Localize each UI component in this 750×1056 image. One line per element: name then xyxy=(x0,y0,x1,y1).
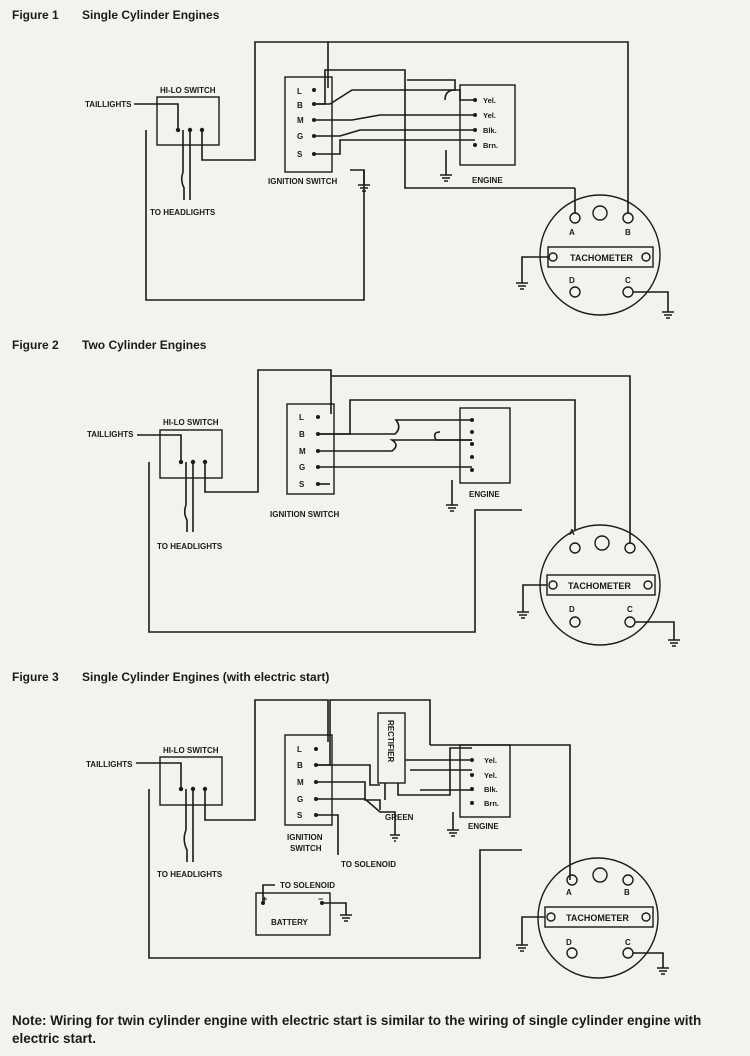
svg-text:L: L xyxy=(297,745,302,754)
tachometer-dial xyxy=(539,194,661,316)
hilo-switch-label-2: HI-LO SWITCH xyxy=(163,418,219,427)
svg-text:G: G xyxy=(297,795,303,804)
svg-text:B: B xyxy=(625,228,631,237)
svg-text:C: C xyxy=(625,938,631,947)
engine-label: ENGINE xyxy=(472,176,503,185)
ignition-switch-box-2 xyxy=(286,403,335,495)
svg-text:D: D xyxy=(569,605,575,614)
engine-box-2 xyxy=(459,407,511,484)
svg-text:M: M xyxy=(299,447,306,456)
svg-text:A: A xyxy=(569,528,575,537)
hilo-switch-box-2 xyxy=(159,429,223,479)
svg-text:S: S xyxy=(297,811,303,820)
svg-text:C: C xyxy=(625,276,631,285)
svg-text:A: A xyxy=(569,228,575,237)
svg-text:Yel.: Yel. xyxy=(483,111,496,120)
figure-1-diagram: HI-LO SWITCH TAILLIGHTS TO HEADLIGHTS IG… xyxy=(85,41,674,319)
svg-text:S: S xyxy=(297,150,303,159)
svg-text:B: B xyxy=(297,101,303,110)
svg-text:D: D xyxy=(569,276,575,285)
engine-label-2: ENGINE xyxy=(469,490,500,499)
ignition-switch-box xyxy=(284,76,333,173)
svg-text:Blk.: Blk. xyxy=(484,785,498,794)
ignition-label-3: IGNITION xyxy=(287,833,323,842)
svg-text:C: C xyxy=(627,605,633,614)
to-headlights-label: TO HEADLIGHTS xyxy=(150,208,216,217)
wiring-note: Note: Wiring for twin cylinder engine wi… xyxy=(12,1013,702,1047)
hilo-switch-box xyxy=(156,96,220,146)
svg-text:Yel.: Yel. xyxy=(483,96,496,105)
svg-text:Brn.: Brn. xyxy=(484,799,499,808)
svg-text:G: G xyxy=(299,463,305,472)
figure-3-diagram: HI-LO SWITCH TAILLIGHTS TO HEADLIGHTS IG… xyxy=(86,699,669,979)
tachometer-label-3: TACHOMETER xyxy=(566,913,629,923)
svg-text:B: B xyxy=(297,761,303,770)
svg-text:B: B xyxy=(624,888,630,897)
switch-label-3: SWITCH xyxy=(290,844,322,853)
taillights-label-2: TAILLIGHTS xyxy=(87,430,134,439)
green-label: GREEN xyxy=(385,813,414,822)
ignition-switch-label-2: IGNITION SWITCH xyxy=(270,510,340,519)
tachometer-label-2: TACHOMETER xyxy=(568,581,631,591)
svg-text:M: M xyxy=(297,116,304,125)
svg-text:G: G xyxy=(297,132,303,141)
battery-plus: + xyxy=(262,894,267,904)
svg-text:Blk.: Blk. xyxy=(483,126,497,135)
engine-label-3: ENGINE xyxy=(468,822,499,831)
battery-box xyxy=(255,892,331,936)
hilo-switch-label: HI-LO SWITCH xyxy=(160,86,216,95)
svg-text:D: D xyxy=(566,938,572,947)
tachometer-label: TACHOMETER xyxy=(570,253,633,263)
taillights-label: TAILLIGHTS xyxy=(85,100,132,109)
svg-text:Yel.: Yel. xyxy=(484,771,497,780)
svg-text:S: S xyxy=(299,480,305,489)
engine-box xyxy=(459,84,516,166)
svg-text:L: L xyxy=(297,87,302,96)
figure-2-diagram: HI-LO SWITCH TAILLIGHTS TO HEADLIGHTS IG… xyxy=(87,369,680,647)
to-headlights-label-3: TO HEADLIGHTS xyxy=(157,870,223,879)
ignition-switch-label: IGNITION SWITCH xyxy=(268,177,338,186)
hilo-switch-label-3: HI-LO SWITCH xyxy=(163,746,219,755)
ignition-switch-box-3 xyxy=(284,734,333,826)
svg-text:L: L xyxy=(299,413,304,422)
svg-text:Yel.: Yel. xyxy=(484,756,497,765)
svg-text:Brn.: Brn. xyxy=(483,141,498,150)
to-solenoid-label-a: TO SOLENOID xyxy=(341,860,396,869)
battery-label: BATTERY xyxy=(271,918,309,927)
svg-text:M: M xyxy=(297,778,304,787)
to-solenoid-label-b: TO SOLENOID xyxy=(280,881,335,890)
to-headlights-label-2: TO HEADLIGHTS xyxy=(157,542,223,551)
rectifier-box xyxy=(377,712,406,784)
rectifier-label: RECTIFIER xyxy=(386,720,395,762)
svg-text:A: A xyxy=(566,888,572,897)
hilo-switch-box-3 xyxy=(159,756,223,806)
taillights-label-3: TAILLIGHTS xyxy=(86,760,133,769)
svg-text:B: B xyxy=(299,430,305,439)
battery-minus: − xyxy=(318,894,323,904)
tachometer-dial-3 xyxy=(537,857,659,979)
